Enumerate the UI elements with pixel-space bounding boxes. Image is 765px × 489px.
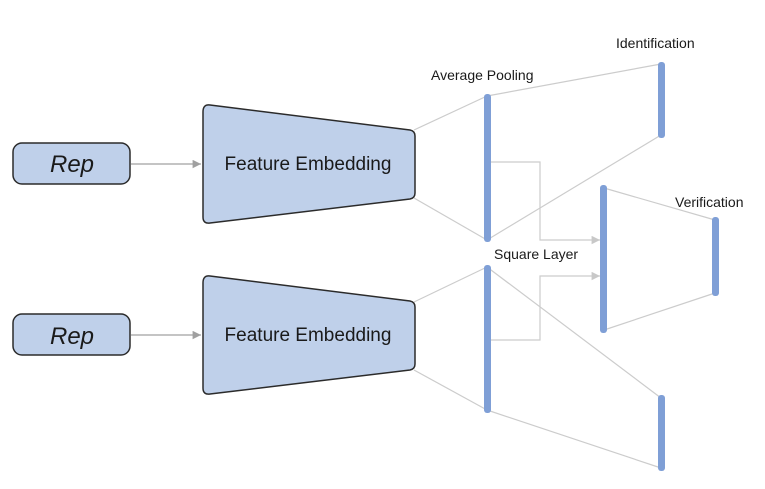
connector-line [486,409,662,469]
identification-bar-bottom [658,395,665,471]
pooling-bar-bottom [484,265,491,413]
input-arrows [131,159,201,340]
elbow-connector [487,271,600,341]
pooling-bar-top [484,94,491,242]
vector-bars [484,62,719,471]
elbow-connector [487,161,600,245]
input-label: Rep [50,151,94,178]
connector-line [413,95,488,131]
connector-line [413,266,488,303]
connection-lines [413,63,716,469]
identification-bar-top [658,62,665,138]
connector-line [413,197,488,241]
verification-bar [712,217,719,296]
average-pooling-label: Average Pooling [431,67,533,83]
connector-line [486,63,662,97]
encoder-block-1: Feature Embedding [202,104,416,224]
connector-line [413,369,488,411]
connector-line [603,187,716,221]
verification-label: Verification [675,194,743,210]
square-layer-bar [600,185,607,333]
encoder-block-2: Feature Embedding [202,275,416,395]
connector-line [486,266,662,399]
input-label: Rep [50,323,94,350]
connector-line [486,134,662,241]
identification-label: Identification [616,35,695,51]
input-box-2: Rep [12,313,131,356]
connector-line [603,292,716,331]
square-layer-label: Square Layer [494,246,578,262]
input-box-1: Rep [12,142,131,185]
encoder-label: Feature Embedding [225,325,392,346]
encoder-label: Feature Embedding [225,154,392,175]
